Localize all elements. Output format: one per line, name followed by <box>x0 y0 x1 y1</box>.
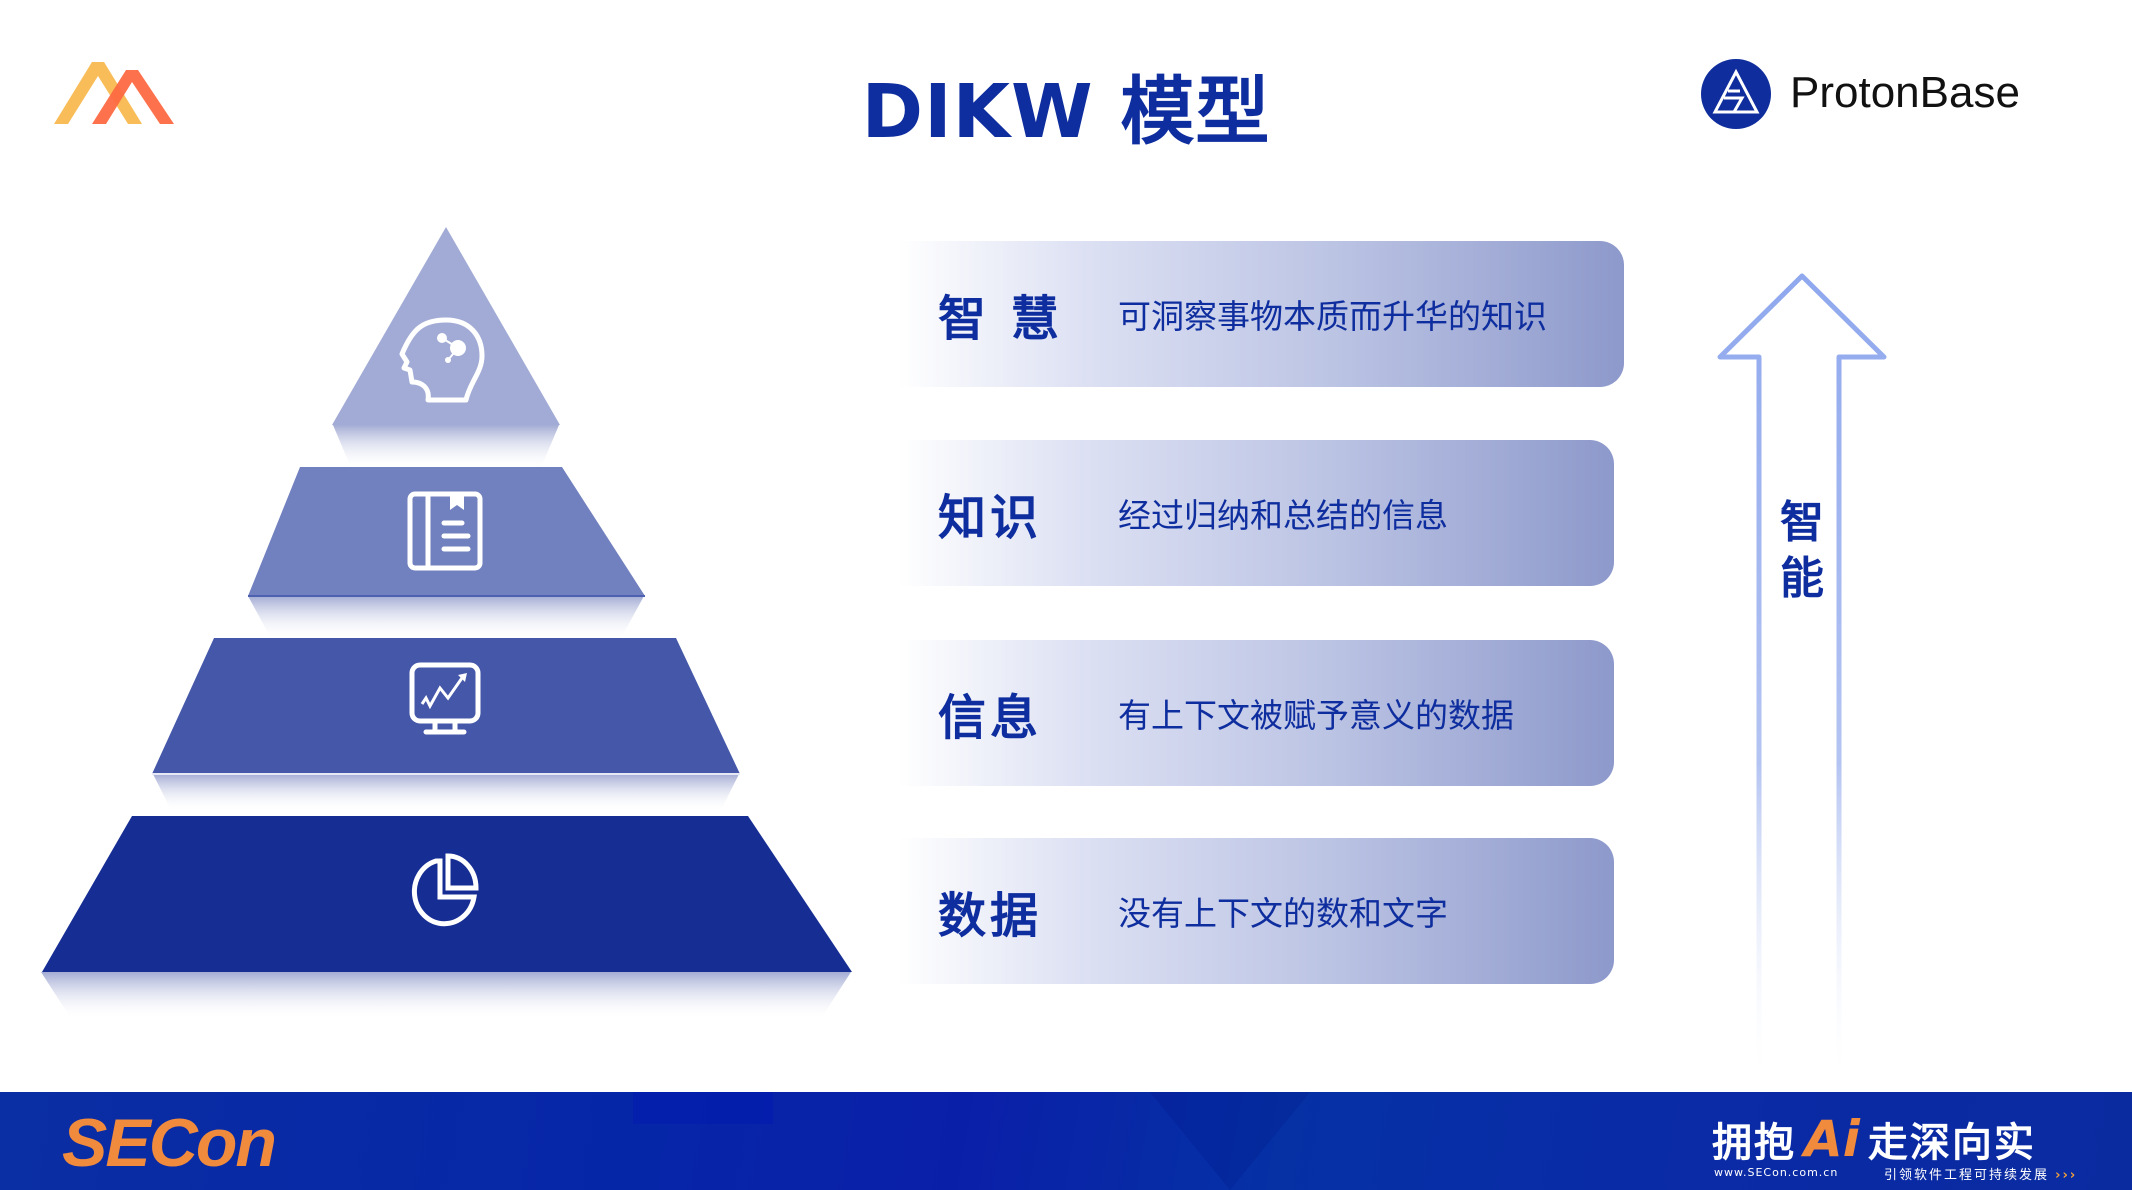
protonbase-logo-text: ProtonBase <box>1790 68 2020 117</box>
card-description: 没有上下文的数和文字 <box>1118 894 1448 933</box>
dikw-card-knowledge: 知识 经过归纳和总结的信息 <box>898 440 1614 586</box>
footer-url: www.SECon.com.cn <box>1714 1166 1839 1179</box>
dikw-card-information: 信息 有上下文被赋予意义的数据 <box>898 640 1614 786</box>
conference-logo-icon <box>54 62 174 124</box>
pyramid-tier-knowledge <box>248 467 645 597</box>
protonbase-logo-icon <box>1701 59 1771 129</box>
footer-banner <box>0 1092 2132 1190</box>
monitor-chart-icon <box>409 662 481 735</box>
dikw-card-wisdom: 智 慧 可洞察事物本质而升华的知识 <box>898 241 1624 387</box>
slogan-right: 走深向实 <box>1867 1120 2036 1166</box>
head-network-icon <box>399 317 485 403</box>
arrow-label: 智 能 <box>1780 495 1824 607</box>
page-title: DIKW 模型 <box>861 69 1271 155</box>
pie-chart-icon <box>411 853 479 927</box>
dikw-card-data: 数据 没有上下文的数和文字 <box>898 838 1614 984</box>
card-description: 经过归纳和总结的信息 <box>1118 496 1448 535</box>
card-description: 有上下文被赋予意义的数据 <box>1118 696 1514 735</box>
card-heading: 信息 <box>938 690 1043 746</box>
arrow-label-line1: 智 <box>1780 497 1824 548</box>
footer-subtitle: 引领软件工程可持续发展 ››› <box>1884 1164 2077 1183</box>
chevrons-icon: ››› <box>2055 1168 2078 1183</box>
slogan-left: 拥抱 <box>1712 1120 1796 1166</box>
pyramid-tier-information <box>152 638 740 775</box>
dikw-pyramid <box>41 227 852 1020</box>
book-icon <box>407 491 483 571</box>
card-description: 可洞察事物本质而升华的知识 <box>1118 297 1547 336</box>
card-heading: 知识 <box>938 490 1043 546</box>
arrow-label-line2: 能 <box>1780 553 1824 604</box>
card-heading: 智 慧 <box>938 291 1063 347</box>
footer-subtitle-text: 引领软件工程可持续发展 <box>1884 1168 2050 1183</box>
slogan-ai: Ai <box>1804 1110 1860 1168</box>
pyramid-tier-wisdom <box>332 227 560 425</box>
up-arrow-icon <box>1717 273 1887 1090</box>
pyramid-tier-data <box>42 816 852 972</box>
card-heading: 数据 <box>938 888 1043 944</box>
secon-logo: SECon <box>62 1105 277 1181</box>
